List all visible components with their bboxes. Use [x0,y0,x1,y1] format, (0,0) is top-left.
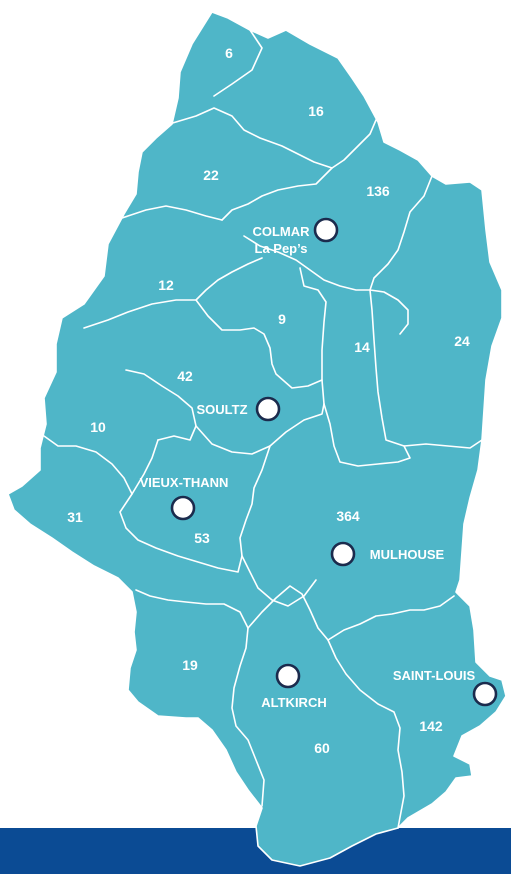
region-count-42: 42 [177,368,193,384]
region-count-12: 12 [158,277,174,293]
region-count-60: 60 [314,740,330,756]
footer-band [0,828,511,874]
border-19-north [135,589,249,629]
region-count-142: 142 [419,718,443,734]
city-soultz[interactable]: SOULTZ [196,396,281,422]
border-9-42 [195,299,323,389]
city-mulhouse[interactable]: MULHOUSE [330,541,445,567]
border-14-24 [369,289,483,449]
border-53-364 [241,555,317,607]
border-60-142 [327,639,405,829]
city-soultz-label: SOULTZ [196,402,247,417]
city-colmar[interactable]: COLMAR La Pep’s [252,217,339,256]
city-altkirch[interactable]: ALTKIRCH [261,663,327,710]
city-vieux-thann-marker[interactable] [170,495,196,521]
border-14-364 [323,403,411,467]
border-136-24 [369,175,433,335]
region-count-364: 364 [336,508,360,524]
city-saint-louis-marker[interactable] [472,681,498,707]
border-42-10 [125,369,197,441]
region-count-9: 9 [278,311,286,327]
border-colmar-south [243,235,371,291]
border-colmar-west [221,167,333,221]
city-mulhouse-marker[interactable] [330,541,356,567]
region-count-53: 53 [194,530,210,546]
region-count-22: 22 [203,167,219,183]
border-10-31 [43,435,133,495]
city-altkirch-marker[interactable] [275,663,301,689]
city-colmar-subtitle: La Pep’s [255,241,308,256]
border-364-142 [327,595,455,641]
city-saint-louis[interactable]: SAINT-LOUIS [393,668,498,707]
region-count-16: 16 [308,103,324,119]
city-colmar-label: COLMAR [252,224,310,239]
border-53-outline [119,439,271,573]
region-count-31: 31 [67,509,83,525]
region-count-136: 136 [366,183,390,199]
city-mulhouse-label: MULHOUSE [370,547,445,562]
region-count-14: 14 [354,339,370,355]
border-16-136 [331,119,377,169]
city-saint-louis-label: SAINT-LOUIS [393,668,476,683]
city-colmar-marker[interactable] [313,217,339,243]
region-count-6: 6 [225,45,233,61]
city-altkirch-label: ALTKIRCH [261,695,326,710]
region-count-24: 24 [454,333,470,349]
border-north-row [155,107,333,169]
map-landmass [7,11,507,867]
border-altkirch-north [247,585,329,641]
border-9-14 [299,267,327,405]
city-soultz-marker[interactable] [255,396,281,422]
border-19-60 [231,627,265,807]
border-6-16 [213,29,263,97]
region-count-19: 19 [182,657,198,673]
city-vieux-thann[interactable]: VIEUX-THANN [140,475,229,521]
region-count-10: 10 [90,419,106,435]
city-vieux-thann-label: VIEUX-THANN [140,475,229,490]
border-22-12 [121,205,223,221]
